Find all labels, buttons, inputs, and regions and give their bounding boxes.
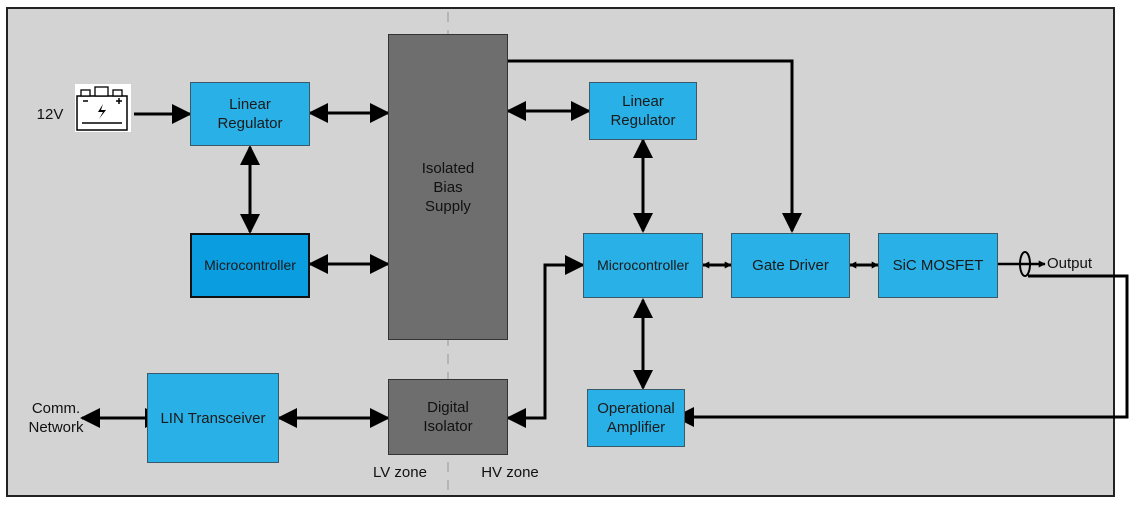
digital-isolator-block: Digital Isolator [388, 379, 508, 455]
supply-voltage-label: 12V [36, 106, 64, 123]
lv-zone-label: LV zone [373, 464, 427, 481]
battery-icon [75, 84, 131, 132]
current-sensor-icon [1019, 251, 1031, 277]
wire-isolator-hv-mcu [506, 255, 585, 428]
wire-bias-gate-driver [508, 59, 802, 233]
hv-microcontroller-block: Microcontroller [583, 233, 703, 298]
lv-microcontroller-block: Microcontroller [190, 233, 310, 298]
comm-network-label: Comm. Network [28, 400, 84, 436]
hv-linear-regulator-block: Linear Regulator [589, 82, 697, 140]
hv-zone-label: HV zone [481, 464, 539, 481]
gate-driver-block: Gate Driver [731, 233, 850, 298]
operational-amplifier-block: Operational Amplifier [587, 389, 685, 447]
lin-transceiver-block: LIN Transceiver [147, 373, 279, 463]
wire-feedback-opamp [674, 274, 1129, 427]
output-label: Output [1047, 255, 1093, 272]
lv-linear-regulator-block: Linear Regulator [190, 82, 310, 146]
sic-mosfet-block: SiC MOSFET [878, 233, 998, 298]
isolated-bias-supply-block: Isolated Bias Supply [388, 34, 508, 340]
